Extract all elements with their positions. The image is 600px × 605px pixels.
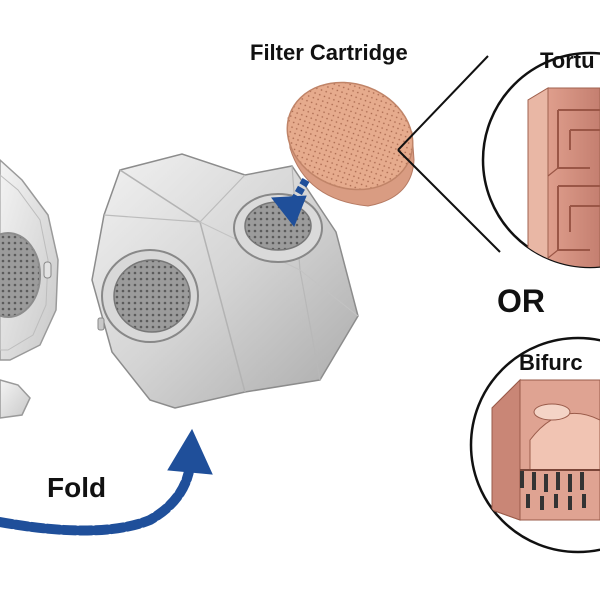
flat-mask-tab [0,379,31,419]
tortuous-label: Tortu [540,48,595,73]
fold-label: Fold [47,472,107,503]
bifurcated-inset [469,336,600,554]
filter-cartridge-label: Filter Cartridge [250,40,408,65]
or-label: OR [497,283,545,319]
insert-arrow [271,177,310,227]
bifurcated-label: Bifurc [519,350,583,375]
folded-mask [91,153,359,409]
flat-mask-filter-port [0,232,41,318]
tortuous-inset [481,51,600,269]
flat-mask-clip [43,261,52,279]
fold-arrow [0,428,213,536]
flat-mask [0,158,59,419]
zoom-lines [397,55,501,253]
filter-cartridge [286,81,415,207]
